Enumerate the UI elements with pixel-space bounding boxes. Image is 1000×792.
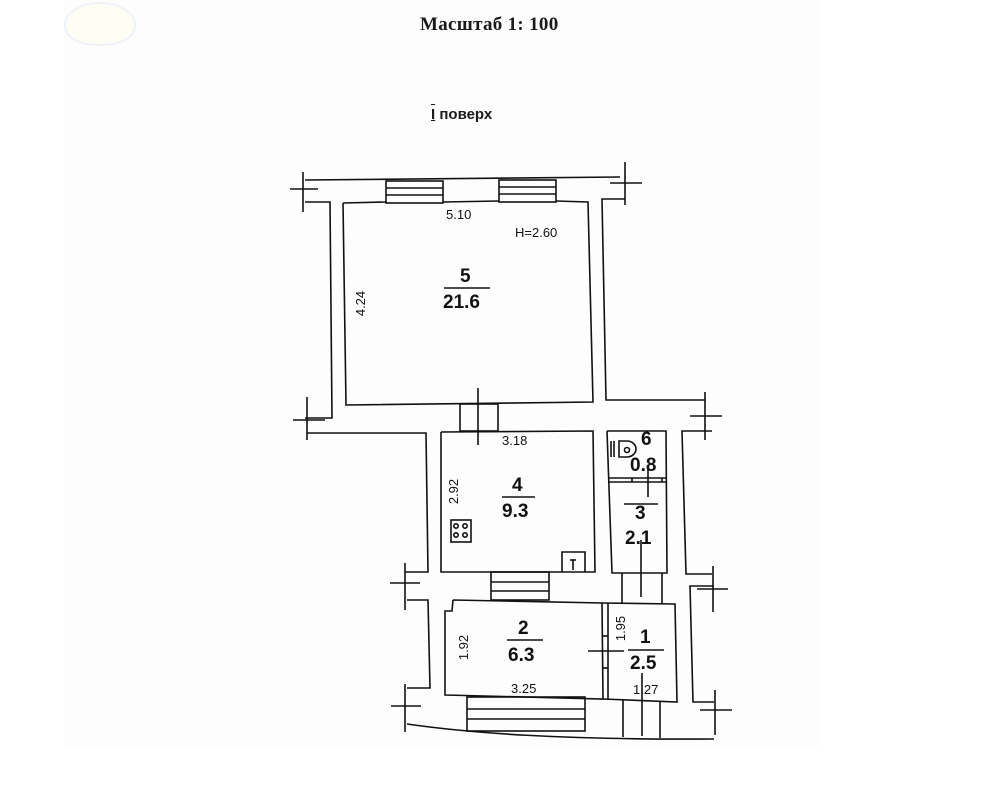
toilet-fixture (618, 440, 637, 458)
room-1-depth: 1.95 (613, 615, 629, 642)
floor-word: поверх (439, 106, 493, 123)
room-5-outline (342, 201, 387, 204)
room-1-number: 1 (640, 627, 651, 648)
wall-outer-left-5 (305, 201, 333, 419)
room-4-area: 9.3 (502, 501, 529, 522)
plan-sheet (64, 0, 818, 748)
floor-numeral: I (431, 104, 436, 123)
room-2-depth: 1.92 (456, 634, 472, 661)
room-1-width: 1.27 (633, 682, 659, 697)
room-3-area-value: 2.1 (625, 528, 652, 549)
room-2-width: 3.25 (511, 681, 537, 696)
window-top-left (385, 180, 444, 204)
wall-outer-right-mid (681, 430, 712, 575)
room-5-area: 21.6 (443, 292, 480, 313)
room-4-outline (440, 430, 596, 573)
wall-outer-left-mid (307, 432, 429, 573)
room-5-depth: 4.24 (353, 290, 369, 317)
wall-outer-right-low (689, 585, 714, 703)
room-2-number: 2 (518, 618, 529, 639)
stove-fixture (450, 519, 472, 543)
room-5-width: 5.10 (446, 207, 472, 222)
room-6-number: 6 (641, 429, 652, 450)
ceiling-height: H=2.60 (515, 225, 558, 240)
door-5-4 (459, 403, 499, 432)
window-top-right (498, 179, 557, 203)
floor-title: I поверх (431, 104, 493, 123)
room-6-area: 0.8 (630, 455, 657, 476)
scale-title: Масштаб 1: 100 (420, 14, 559, 35)
room-1-area: 2.5 (630, 653, 657, 674)
wall-outer-left-low (407, 599, 431, 689)
room-6-3-outline (606, 430, 668, 574)
wall-outer-right-5 (601, 198, 705, 401)
wall-outer-top (304, 176, 621, 181)
door-4-2 (490, 571, 550, 601)
room-2-area: 6.3 (508, 645, 535, 666)
room-1-outline (601, 602, 678, 703)
room-4-number: 4 (512, 475, 523, 496)
window-bottom (466, 696, 586, 732)
sink-fixture (561, 551, 586, 572)
room-3-number: 3 (635, 503, 646, 524)
stamp-mark (64, 2, 136, 46)
room-5-number: 5 (460, 266, 471, 287)
room-4-width: 3.18 (502, 433, 528, 448)
room-4-depth: 2.92 (446, 478, 462, 505)
wall-outer-bottom (406, 723, 715, 740)
room-3-area: 2.1 (625, 509, 651, 549)
